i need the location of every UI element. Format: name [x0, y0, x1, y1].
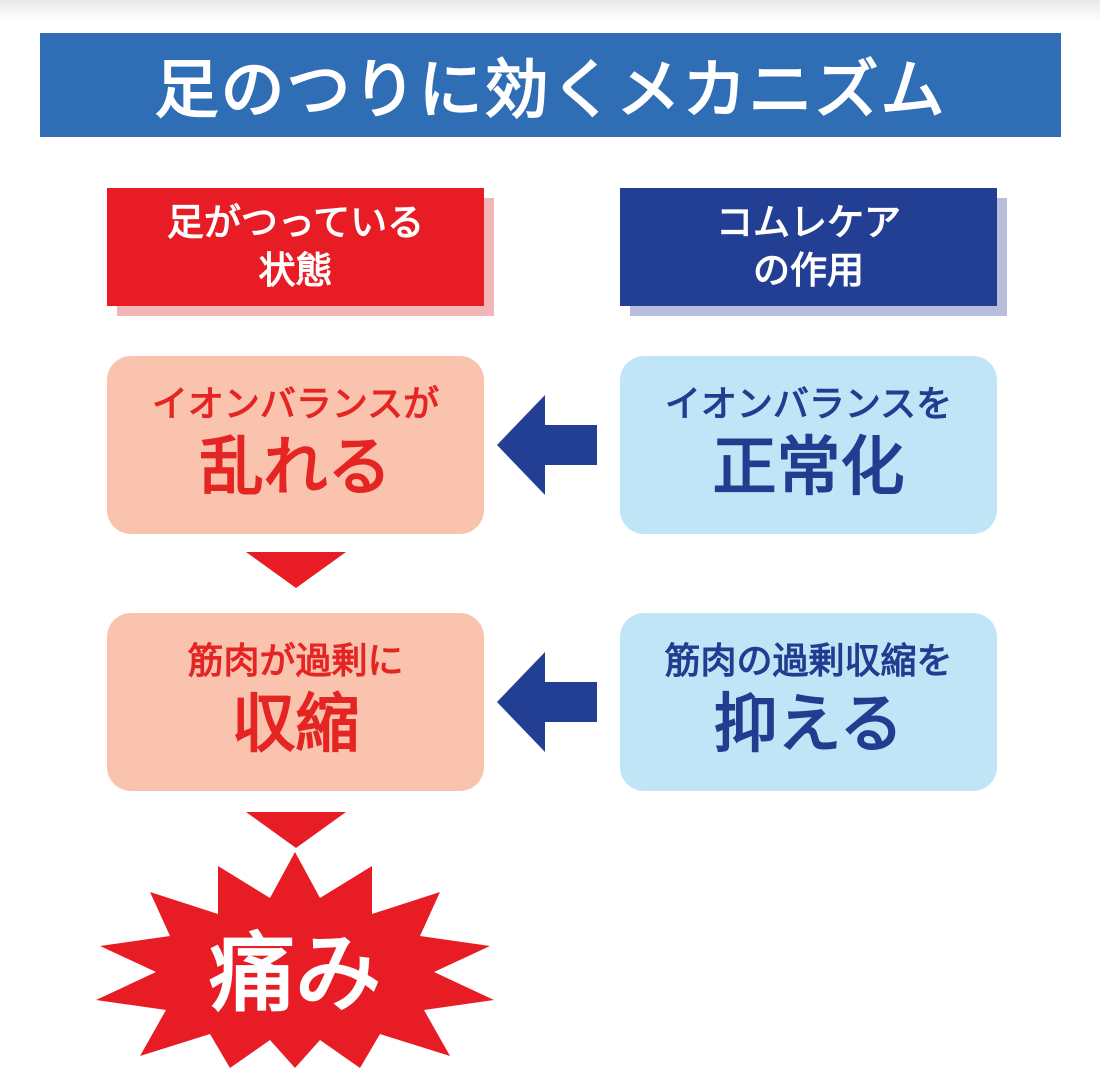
right-box-suppress-contraction: 筋肉の過剰収縮を 抑える [620, 613, 997, 791]
down-triangle-icon [246, 812, 346, 848]
left-header-line1: 足がつっている [166, 201, 425, 244]
left-arrow-icon [497, 652, 597, 752]
down-triangle-icon [246, 552, 346, 588]
left-box-muscle-contraction: 筋肉が過剰に 収縮 [107, 613, 484, 791]
left-box-1-big: 乱れる [199, 431, 392, 505]
left-box-1-small: イオンバランスが [151, 384, 440, 425]
right-box-1-big: 正常化 [712, 431, 905, 505]
pain-burst-icon [96, 852, 494, 1068]
left-column-header: 足がつっている 状態 [107, 188, 484, 306]
right-column-header: コムレケア の作用 [620, 188, 997, 306]
title-banner: 足のつりに効くメカニズム [40, 33, 1061, 137]
left-arrow-icon [497, 395, 597, 495]
left-box-2-big: 収縮 [231, 688, 360, 762]
right-header-line1: コムレケア [716, 201, 901, 244]
right-box-ion-normalize: イオンバランスを 正常化 [620, 356, 997, 534]
left-header-line2: 状態 [258, 249, 333, 292]
right-box-2-small: 筋肉の過剰収縮を [664, 641, 953, 682]
right-header-line2: の作用 [753, 249, 864, 292]
right-box-1-small: イオンバランスを [664, 384, 953, 425]
left-box-2-small: 筋肉が過剰に [187, 641, 404, 682]
pain-label: 痛み [209, 923, 381, 1024]
left-box-ion-imbalance: イオンバランスが 乱れる [107, 356, 484, 534]
top-shade [0, 0, 1100, 22]
page-title: 足のつりに効くメカニズム [154, 54, 947, 128]
right-box-2-big: 抑える [713, 688, 904, 762]
